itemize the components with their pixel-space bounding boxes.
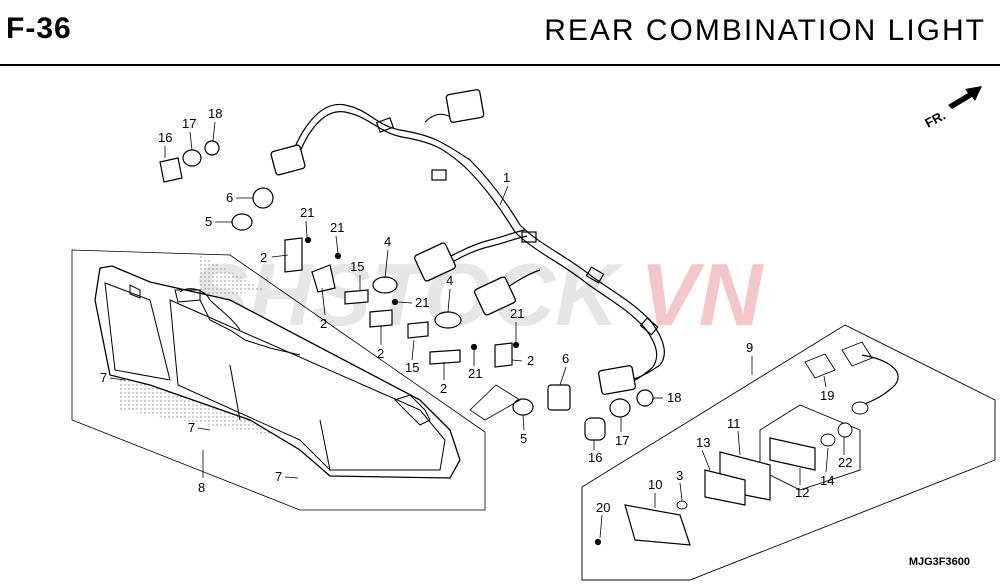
callout-2: 2 <box>377 346 384 361</box>
callout-12: 12 <box>795 485 809 500</box>
callout-18: 18 <box>667 390 681 405</box>
callout-10: 10 <box>648 477 662 492</box>
callout-2: 2 <box>527 353 534 368</box>
leader-lines <box>109 121 845 539</box>
header-divider <box>0 64 1000 66</box>
watermark-right: VN <box>640 245 765 344</box>
callout-21: 21 <box>300 205 314 220</box>
callout-15: 15 <box>350 259 364 274</box>
license-light-group <box>581 324 996 581</box>
front-direction-label: FR. <box>922 108 948 131</box>
callout-11: 11 <box>727 416 741 431</box>
callout-1: 1 <box>503 170 510 185</box>
callout-7: 7 <box>275 469 282 484</box>
callout-2: 2 <box>320 316 327 331</box>
page-title: REAR COMBINATION LIGHT <box>544 14 986 47</box>
callout-22: 22 <box>838 455 852 470</box>
callout-8: 8 <box>198 480 205 495</box>
callout-20: 20 <box>596 500 610 515</box>
callout-16: 16 <box>588 450 602 465</box>
callout-5: 5 <box>205 214 212 229</box>
small-parts-right <box>469 384 654 441</box>
callout-9: 9 <box>746 340 753 355</box>
small-parts-top <box>159 140 513 368</box>
harness-connectors <box>270 89 637 395</box>
front-direction-arrow: FR. <box>922 86 982 131</box>
callout-21: 21 <box>415 295 429 310</box>
taillight-assembly <box>71 249 486 511</box>
callout-21: 21 <box>468 366 482 381</box>
screws <box>304 236 602 546</box>
callout-7: 7 <box>100 370 107 385</box>
callout-15: 15 <box>405 360 419 375</box>
callout-7: 7 <box>188 420 195 435</box>
callout-5: 5 <box>520 431 527 446</box>
callout-4: 4 <box>446 273 453 288</box>
callout-21: 21 <box>510 306 524 321</box>
callout-14: 14 <box>820 473 834 488</box>
callout-17: 17 <box>182 116 196 131</box>
callout-13: 13 <box>696 435 710 450</box>
callout-4: 4 <box>384 234 391 249</box>
callout-19: 19 <box>820 388 834 403</box>
figure-code: MJG3F3600 <box>908 556 970 568</box>
callout-3: 3 <box>676 468 683 483</box>
watermark: SHSTOCK VN <box>190 245 765 344</box>
callout-18: 18 <box>208 106 222 121</box>
callout-21: 21 <box>330 220 344 235</box>
callout-2: 2 <box>260 250 267 265</box>
callout-16: 16 <box>158 130 172 145</box>
page-code: F-36 <box>6 12 72 45</box>
callout-labels: 1 2 2 2 2 2 3 4 4 5 5 6 6 7 7 7 8 9 10 1… <box>100 106 852 515</box>
callout-17: 17 <box>615 433 629 448</box>
callout-6: 6 <box>562 351 569 366</box>
callout-2: 2 <box>440 381 447 396</box>
callout-6: 6 <box>226 190 233 205</box>
